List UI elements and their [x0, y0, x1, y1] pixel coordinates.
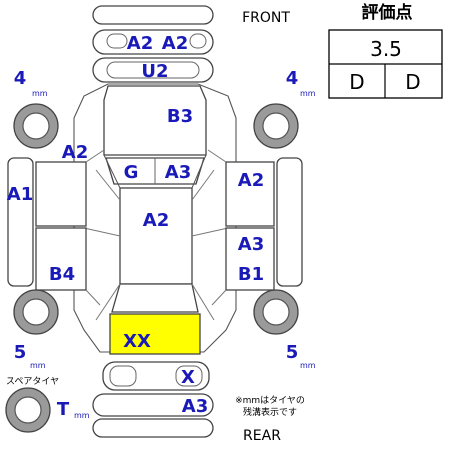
front-bumper-top — [92, 5, 214, 25]
trunk-panel-highlight — [109, 313, 201, 355]
grade-exterior: D — [405, 70, 420, 94]
tyre-unit-front-left: mm — [32, 89, 48, 98]
tyre-unit-front-right: mm — [300, 89, 316, 98]
tyre-depth-spare: T — [57, 399, 70, 420]
code-front-bumper-right: A2 — [162, 33, 188, 54]
roof-panel — [119, 187, 193, 285]
wheel-rear-left — [13, 289, 59, 335]
wheel-front-right — [253, 103, 299, 149]
tyre-depth-front-left: 4 — [14, 68, 27, 89]
tyre-depth-rear-right: 5 — [286, 342, 299, 363]
code-rear-bumper: A3 — [182, 396, 208, 417]
spare-tyre-label: スペアタイヤ — [6, 376, 59, 387]
front-grille — [92, 57, 214, 83]
code-right-rear-door-lower: B1 — [238, 264, 264, 285]
note-line-1: ※mmはタイヤの — [235, 395, 305, 406]
code-left-front-fender: A2 — [62, 142, 88, 163]
rear-bumper-bottom — [92, 418, 214, 438]
code-rear-panel: X — [181, 367, 195, 388]
left-front-door — [35, 161, 87, 227]
right-rocker — [276, 157, 303, 287]
rear-panel — [102, 361, 210, 391]
grade-interior: D — [349, 70, 364, 94]
tyre-depth-front-right: 4 — [286, 68, 299, 89]
right-front-door — [225, 161, 275, 227]
rear-label: REAR — [243, 428, 281, 444]
rear-window-panel — [111, 283, 199, 313]
code-trunk: XX — [123, 331, 151, 352]
code-cowl: A3 — [165, 162, 191, 183]
tyre-unit-rear-right: mm — [300, 361, 316, 370]
right-side: A2 A3 B1 — [207, 149, 303, 306]
code-right-front-door: A2 — [238, 170, 264, 191]
code-left-front-side: A1 — [7, 184, 33, 205]
code-roof: A2 — [143, 210, 169, 231]
code-hood: B3 — [167, 106, 193, 127]
left-side: A1 A2 B4 — [7, 142, 105, 306]
left-rear-door — [35, 227, 87, 291]
code-windshield: G — [124, 162, 139, 183]
wheel-spare — [5, 387, 51, 433]
tyre-unit-rear-left: mm — [30, 361, 46, 370]
code-front-grille: U2 — [141, 61, 168, 82]
code-front-bumper-left: A2 — [127, 33, 153, 54]
front-label: FRONT — [242, 10, 290, 26]
front-bumper-area: A2 A2 U2 — [92, 5, 214, 83]
rear-bumper — [92, 393, 214, 417]
code-right-rear-door-upper: A3 — [238, 234, 264, 255]
wheel-rear-right — [253, 289, 299, 335]
tyre-depth-rear-left: 5 — [14, 342, 27, 363]
tyre-unit-spare: mm — [74, 411, 90, 420]
grade-score: 3.5 — [370, 37, 402, 61]
left-rocker — [7, 157, 34, 287]
rear-bumper-area: X A3 — [92, 361, 214, 438]
grade-table: 評価点 3.5 D D — [328, 2, 443, 99]
right-rear-door — [225, 227, 275, 291]
code-left-rear-side: B4 — [49, 264, 75, 285]
grade-title: 評価点 — [362, 2, 413, 23]
wheel-front-left — [13, 103, 59, 149]
car-body: B3 G A3 A2 XX — [73, 83, 237, 355]
note-line-2: 残溝表示です — [243, 406, 297, 418]
front-bumper — [92, 29, 214, 55]
